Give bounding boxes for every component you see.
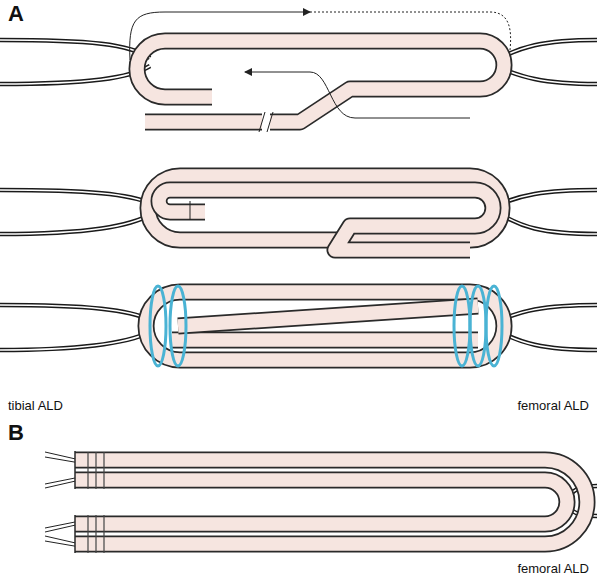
whipstitch-mark [103,452,104,489]
graft-strand [137,41,504,122]
whipstitch-mark [87,515,88,553]
suture [45,452,597,547]
whipstitch-mark [103,515,104,553]
whipstitch-mark [95,515,96,553]
motion-arrow [130,12,511,118]
graft-strand [148,176,502,250]
whipstitch [88,452,104,553]
break-mark [259,112,273,132]
whipstitch-mark [87,452,88,489]
panel-letter: B [8,421,24,445]
part-label: tibial ALD [8,399,63,413]
part-label: femoral ALD [517,562,589,576]
panel-letter: A [8,2,24,26]
whipstitch-mark [95,452,96,489]
graft-strand [75,451,587,553]
graft-strand [146,292,504,360]
part-label: femoral ALD [517,399,589,413]
suture-wrap [150,286,502,366]
